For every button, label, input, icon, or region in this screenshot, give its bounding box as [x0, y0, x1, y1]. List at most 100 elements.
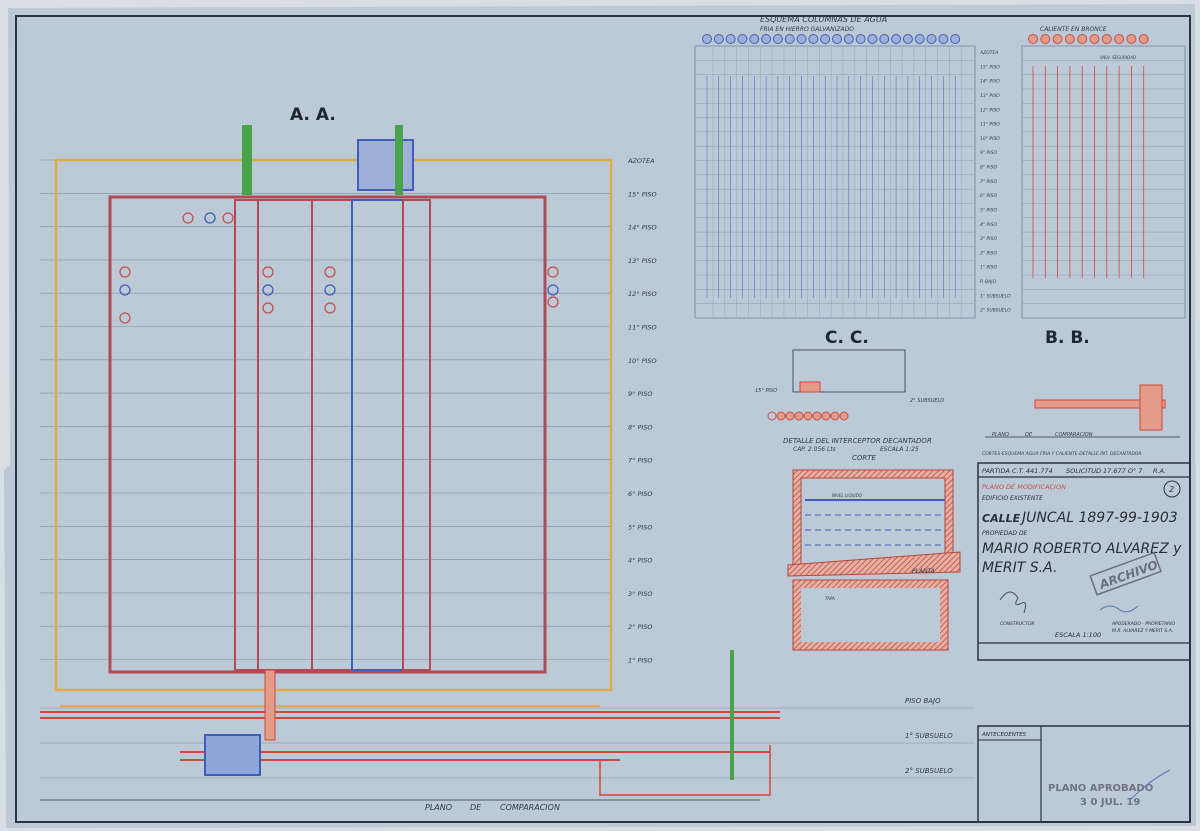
cc-pipe-circle — [830, 411, 840, 421]
cc-pipe-circle — [839, 411, 849, 421]
grid-row-label: 9° PISO — [980, 150, 997, 156]
fria-column-circle — [832, 34, 842, 44]
level-label: PISO BAJO — [905, 697, 941, 705]
grid-row-label: 2° PISO — [980, 250, 997, 256]
archivo-stamp-frame — [1089, 551, 1162, 596]
caliente-column-circle — [1040, 34, 1051, 44]
solicitud: SOLICITUD 17.677 O° 7 — [1066, 467, 1143, 475]
floor-label: 12° PISO — [628, 290, 657, 298]
sheet-number: 2 — [1169, 485, 1174, 494]
fria-title: FRIA EN HIERRO GALVANIZADO — [760, 26, 854, 33]
title-block-frame — [977, 462, 1191, 661]
pipe-marker — [324, 302, 336, 314]
section-bb-title: B. B. — [1045, 328, 1090, 348]
plano-comparacion-1: PLANO — [425, 803, 452, 812]
cc-pipe-circle — [794, 411, 804, 421]
calle: JUNCAL 1897-99-1903 — [1019, 510, 1178, 526]
vent-pipe — [242, 125, 252, 195]
facade-outline — [108, 195, 547, 674]
calle-prefix: CALLE — [982, 512, 1021, 525]
floor-label: 8° PISO — [628, 423, 653, 431]
propietario-name: M.R. ALVAREZ Y MERIT S.A. — [1112, 628, 1173, 634]
owner-line-2: MERIT S.A. — [982, 560, 1057, 576]
partida: PARTIDA C.T. 441.774 — [982, 467, 1053, 475]
floor-label: 5° PISO — [628, 523, 653, 531]
floor-label: 2° PISO — [628, 623, 653, 631]
grid-row-label: 5° PISO — [980, 207, 997, 213]
escala: ESCALA 1:100 — [1055, 631, 1101, 639]
owner-signature — [1099, 605, 1139, 613]
grid-row-label: 1° SUBSUELO — [980, 293, 1011, 299]
cc-outline — [792, 349, 906, 393]
bb-pump — [1139, 384, 1163, 431]
fria-column-circle — [808, 34, 819, 44]
constructor-signature — [999, 591, 1027, 614]
approval-signature — [1129, 769, 1171, 801]
valv-label: VALV. SEGURIDAD — [1100, 55, 1136, 60]
floor-label: 10° PISO — [628, 357, 657, 365]
edificio: EDIFICIO EXISTENTE — [982, 495, 1043, 502]
esquema-title: ESQUEMA COLUMNAS DE AGUA — [760, 15, 887, 24]
fria-column-circle — [879, 34, 890, 44]
vent-pipe — [395, 125, 403, 195]
approval-frame — [977, 725, 1191, 823]
grid-row-label: 10° PISO — [980, 136, 1000, 142]
pipe-marker — [547, 296, 559, 308]
fria-column-circle — [713, 34, 724, 44]
fria-column-circle — [796, 34, 807, 44]
caliente-column-circle — [1138, 34, 1149, 44]
grid-row-label: 6° PISO — [980, 193, 997, 199]
fria-column-circle — [843, 34, 854, 44]
decantador-plan-inner — [801, 588, 940, 642]
pipe-marker — [324, 266, 336, 278]
pipe-marker — [547, 284, 559, 296]
approval-block: ANTECEDENTES PLANO APROBADO 3 0 JUL. 19 — [977, 725, 1191, 823]
propiedad: PROPIEDAD DE — [982, 530, 1028, 537]
grid-row-label: 2° SUBSUELO — [980, 308, 1011, 314]
caliente-column-circle — [1064, 34, 1075, 44]
level-label: 1° SUBSUELO — [905, 732, 953, 740]
section-cc: C. C. 15° PISO 2° SUBSUELO — [755, 328, 944, 421]
decantador-capacity: CAP. 2.056 Lts — [793, 446, 836, 453]
fria-column-circle — [867, 34, 878, 44]
caliente-grid — [1021, 34, 1186, 319]
fria-column-circle — [891, 34, 902, 44]
fria-column-circle — [772, 34, 783, 44]
floor-label: 15° PISO — [628, 190, 657, 198]
paper — [4, 4, 1196, 828]
floor-label: 6° PISO — [628, 490, 653, 498]
propietario-label: APODERADO - PROPIETARIO — [1111, 621, 1175, 627]
bb-caption: CORTES-ESQUEMA AGUA FRIA Y CALIENTE-DETA… — [982, 451, 1141, 457]
water-column-scheme: ESQUEMA COLUMNAS DE AGUA FRIA EN HIERRO … — [694, 15, 1186, 319]
decantador-scale: ESCALA 1:25 — [880, 446, 919, 453]
caliente-column-circle — [1052, 34, 1063, 44]
grid-row-label: 8° PISO — [980, 165, 997, 171]
decantador-floor — [787, 551, 961, 577]
caliente-column-circle — [1126, 34, 1137, 44]
cc-bottom-label: 2° SUBSUELO — [910, 398, 944, 404]
bb-de: DE — [1025, 432, 1033, 438]
grid-row-label: 3° PISO — [980, 236, 997, 242]
floor-label: 3° PISO — [628, 590, 653, 598]
grid-row-label: 15° PISO — [980, 64, 1000, 70]
sheet-frame — [15, 15, 1191, 823]
fria-column-circle — [950, 34, 961, 44]
caliente-column-circle — [1114, 34, 1125, 44]
pipe-shaft — [402, 199, 431, 671]
floor-label: 13° PISO — [628, 257, 657, 265]
caliente-column-circle — [1089, 34, 1100, 44]
grid-row-label: 4° PISO — [980, 222, 997, 228]
fria-column-circle — [902, 34, 913, 44]
bb-plano: PLANO — [992, 432, 1009, 438]
caliente-column-circle — [1101, 34, 1112, 44]
caliente-column-circle — [1077, 34, 1088, 44]
section-bb: B. B. PLANO DE COMPARACION CORTES-ESQUEM… — [982, 328, 1180, 457]
cc-tank — [799, 381, 821, 393]
fria-column-circle — [914, 34, 925, 44]
owner-line-1: MARIO ROBERTO ALVAREZ y — [982, 541, 1182, 557]
decantador-corte: CORTE — [852, 454, 877, 462]
fria-column-circle — [702, 34, 712, 44]
